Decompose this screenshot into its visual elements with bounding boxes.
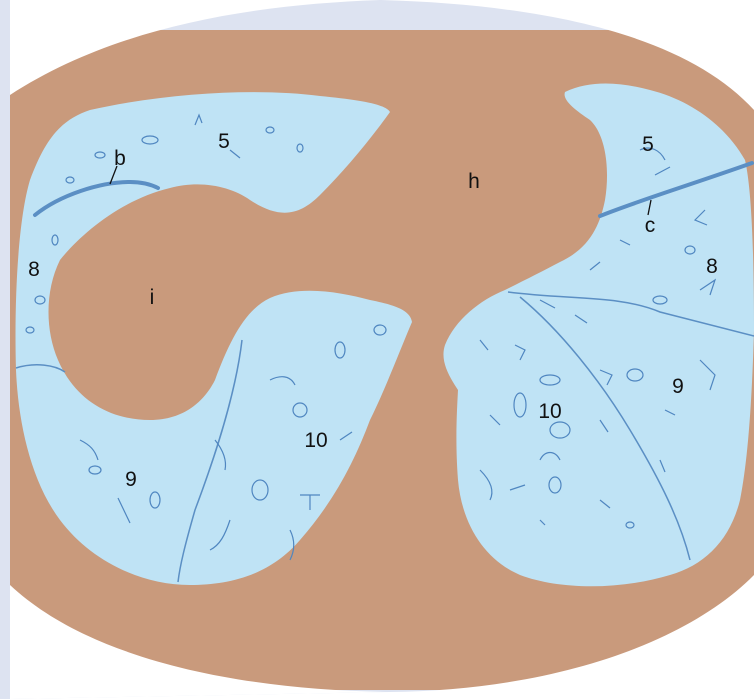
label-left-segment-10: 10 xyxy=(538,400,561,423)
label-fissure-c: c xyxy=(645,214,656,237)
label-left-segment-5: 5 xyxy=(642,133,654,156)
label-heart-h: h xyxy=(468,170,480,193)
label-left-segment-9: 9 xyxy=(672,375,684,398)
label-liver-i: i xyxy=(150,286,155,309)
label-left-segment-8: 8 xyxy=(706,255,718,278)
left-margin xyxy=(0,0,10,699)
label-right-segment-9: 9 xyxy=(125,468,137,491)
label-right-segment-8: 8 xyxy=(28,258,40,281)
label-right-segment-10: 10 xyxy=(304,429,327,452)
label-right-segment-5: 5 xyxy=(218,130,230,153)
label-fissure-b: b xyxy=(114,147,126,170)
